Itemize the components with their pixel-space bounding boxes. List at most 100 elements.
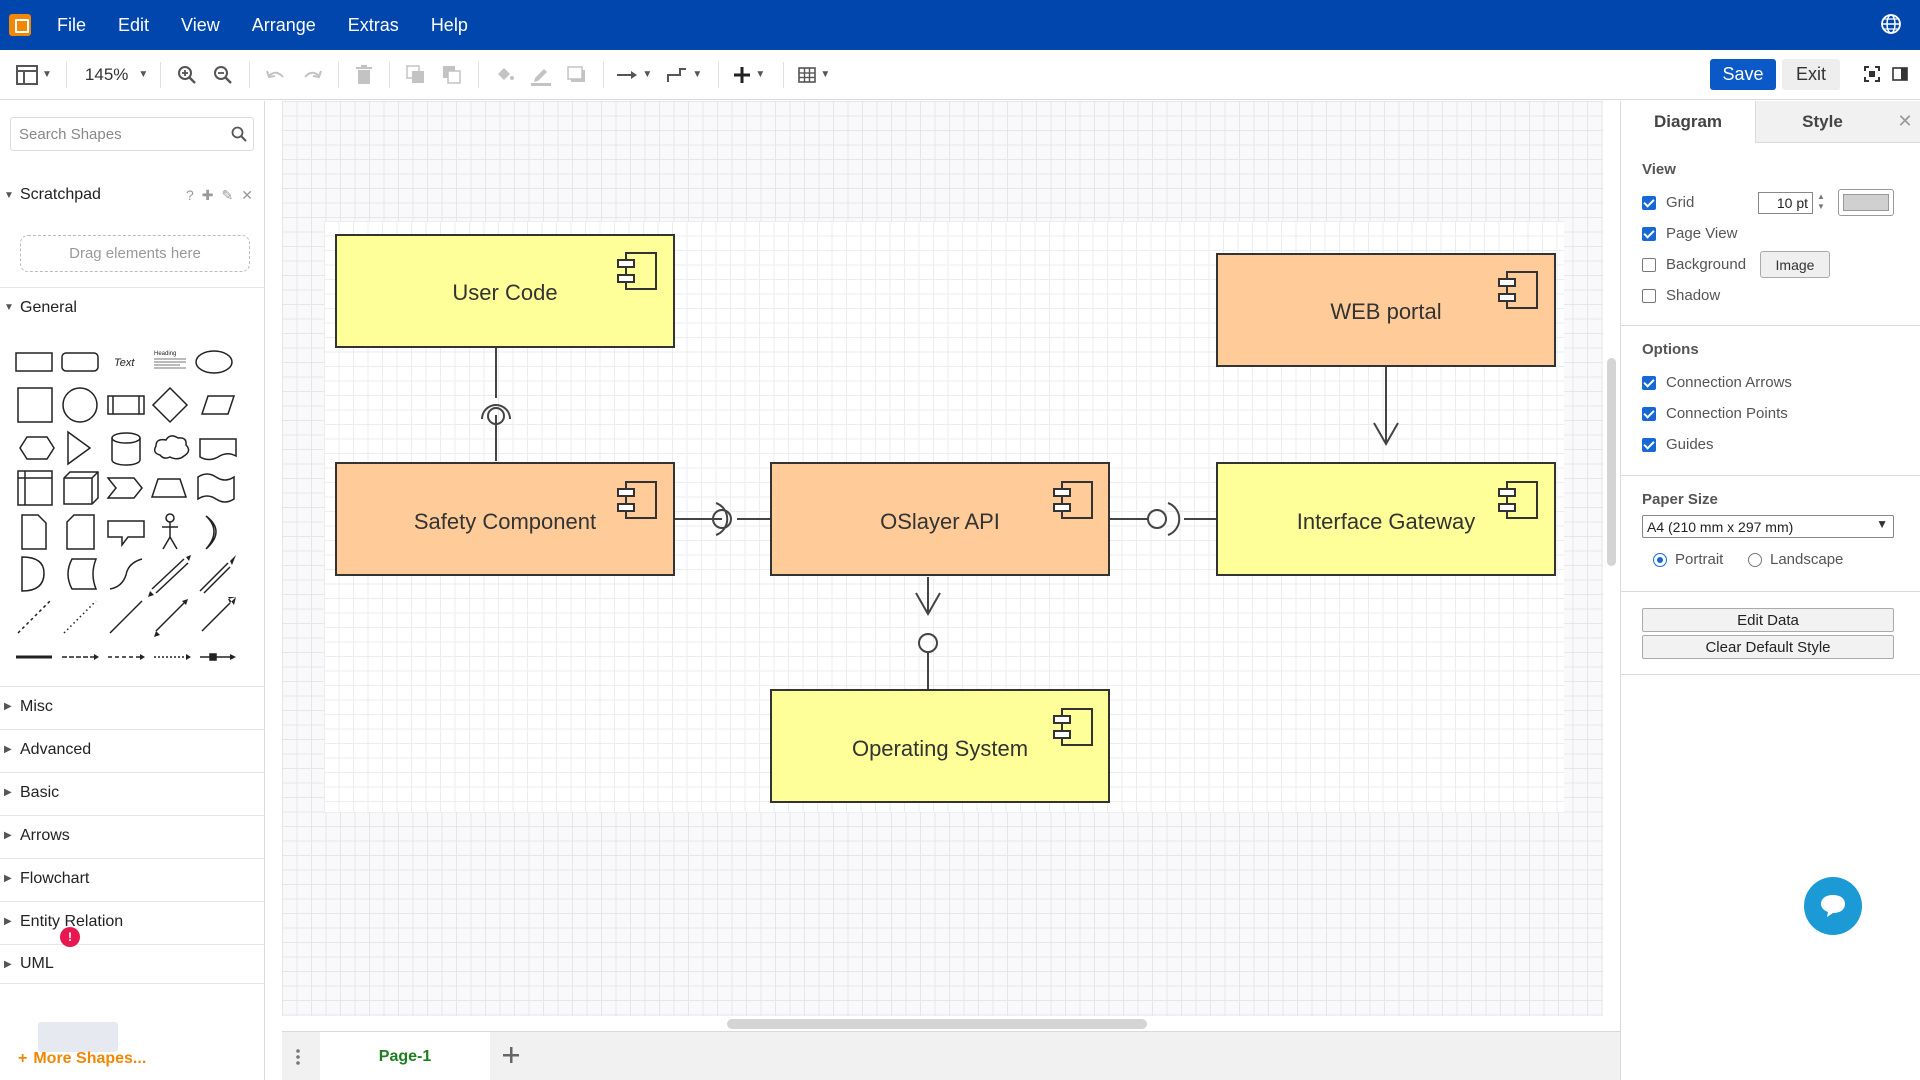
shape-hexagon[interactable] (19, 436, 55, 460)
shape-text[interactable]: Text (114, 357, 135, 369)
grid-size-stepper[interactable]: ▲▼ (1817, 192, 1825, 211)
portrait-radio[interactable] (1653, 552, 1667, 567)
view-panels-button[interactable]: ▼ (16, 59, 52, 91)
chat-support-button[interactable] (1804, 877, 1862, 935)
shadow-option[interactable]: Shadow (1642, 287, 1720, 304)
shape-parallelogram[interactable] (200, 395, 236, 415)
shape-link-connector[interactable] (200, 653, 230, 661)
shape-rectangle[interactable] (15, 352, 53, 372)
notification-bar[interactable] (38, 1022, 118, 1052)
shape-data-storage[interactable] (67, 558, 98, 590)
grid-checkbox[interactable] (1642, 195, 1656, 210)
shape-card[interactable] (66, 514, 95, 550)
shape-triangle[interactable] (67, 430, 92, 466)
provided-interface-socket[interactable] (481, 404, 511, 420)
zoom-out-button[interactable] (205, 59, 241, 91)
scratchpad-dropzone[interactable]: Drag elements here (20, 235, 250, 272)
exit-button[interactable]: Exit (1782, 59, 1840, 90)
background-image-button[interactable]: Image (1760, 251, 1830, 278)
page-view-option[interactable]: Page View (1642, 225, 1737, 242)
save-button[interactable]: Save (1710, 59, 1776, 90)
delete-button[interactable] (347, 59, 381, 91)
shape-diamond[interactable] (151, 386, 189, 424)
search-icon[interactable] (231, 126, 247, 142)
shape-curve[interactable] (109, 558, 143, 590)
shape-dotted-line[interactable] (63, 600, 97, 634)
shape-line[interactable] (109, 600, 143, 634)
tab-diagram[interactable]: Diagram (1621, 101, 1755, 143)
interface-lollipop[interactable] (487, 407, 505, 425)
section-entity-relation[interactable]: ▶Entity Relation (0, 901, 265, 941)
shape-cube[interactable] (63, 471, 99, 505)
search-shapes-input[interactable] (10, 117, 254, 151)
menu-edit[interactable]: Edit (118, 14, 150, 35)
redo-button[interactable] (294, 59, 330, 91)
diagram-canvas[interactable]: User Code Safety Component OSlayer API I… (282, 101, 1603, 1016)
shape-arrow[interactable] (199, 562, 231, 594)
more-shapes-link[interactable]: +More Shapes... (18, 1050, 146, 1068)
page-tab-current[interactable]: Page-1 (320, 1032, 490, 1080)
portrait-option[interactable]: Portrait (1653, 551, 1723, 568)
undo-button[interactable] (258, 59, 294, 91)
interface-lollipop[interactable] (1147, 509, 1167, 529)
node-interface-gateway[interactable]: Interface Gateway (1216, 462, 1556, 576)
zoom-in-button[interactable] (169, 59, 205, 91)
menu-file[interactable]: File (57, 14, 87, 35)
node-web-portal[interactable]: WEB portal (1216, 253, 1556, 367)
connection-arrows-option[interactable]: Connection Arrows (1642, 374, 1792, 391)
shape-document[interactable] (199, 438, 237, 461)
menu-arrange[interactable]: Arrange (251, 14, 316, 35)
insert-button[interactable]: ▼ (727, 59, 771, 91)
menu-help[interactable]: Help (430, 14, 468, 35)
section-basic[interactable]: ▶Basic (0, 772, 265, 812)
shape-bidirectional-arrow[interactable] (151, 558, 189, 594)
shadow-checkbox[interactable] (1642, 288, 1656, 303)
shape-tape[interactable] (197, 473, 235, 503)
close-icon[interactable]: ✕ (241, 186, 253, 203)
landscape-radio[interactable] (1748, 552, 1762, 567)
section-flowchart[interactable]: ▶Flowchart (0, 858, 265, 898)
shape-process[interactable] (107, 395, 145, 415)
to-back-button[interactable] (434, 59, 470, 91)
shape-ellipse[interactable] (195, 350, 233, 374)
tab-style[interactable]: Style (1755, 101, 1889, 143)
fill-color-button[interactable] (487, 59, 523, 91)
connection-points-option[interactable]: Connection Points (1642, 405, 1788, 422)
zoom-select[interactable]: 145% ▼ (75, 59, 148, 91)
shadow-button[interactable] (559, 59, 595, 91)
shape-cylinder[interactable] (111, 432, 141, 466)
node-safety-component[interactable]: Safety Component (335, 462, 675, 576)
shape-rounded-rectangle[interactable] (61, 352, 99, 372)
grid-option[interactable]: Grid (1642, 194, 1694, 211)
interface-lollipop[interactable] (712, 509, 732, 529)
notification-alert-icon[interactable]: ! (60, 927, 80, 947)
shape-circle[interactable] (62, 387, 98, 423)
connection-points-checkbox[interactable] (1642, 406, 1656, 421)
landscape-option[interactable]: Landscape (1748, 551, 1843, 568)
table-button[interactable]: ▼ (792, 59, 836, 91)
shape-callout[interactable] (107, 520, 145, 548)
shape-step[interactable] (106, 477, 143, 499)
section-arrows[interactable]: ▶Arrows (0, 815, 265, 855)
edit-data-button[interactable]: Edit Data (1642, 608, 1894, 632)
format-panel-toggle-icon[interactable] (1892, 66, 1908, 82)
vertical-scrollbar[interactable] (1607, 358, 1616, 566)
node-user-code[interactable]: User Code (335, 234, 675, 348)
guides-option[interactable]: Guides (1642, 436, 1714, 453)
fullscreen-icon[interactable] (1864, 66, 1880, 82)
menu-view[interactable]: View (181, 14, 220, 35)
shape-note[interactable] (21, 514, 47, 550)
general-header[interactable]: ▼ General (0, 287, 265, 327)
add-icon[interactable]: ✚ (201, 186, 214, 203)
shape-delay[interactable] (21, 556, 45, 592)
shape-trapezoid[interactable] (150, 478, 188, 498)
close-panel-icon[interactable]: ✕ (1889, 101, 1920, 143)
shape-container[interactable] (17, 470, 53, 506)
interface-lollipop[interactable] (918, 633, 938, 653)
language-globe-icon[interactable] (1880, 13, 1902, 35)
horizontal-scrollbar[interactable] (727, 1019, 1147, 1029)
line-color-button[interactable] (523, 59, 559, 91)
connection-arrows-checkbox[interactable] (1642, 375, 1656, 390)
background-checkbox[interactable] (1642, 257, 1656, 272)
shape-double-arrow-line[interactable] (155, 602, 185, 632)
